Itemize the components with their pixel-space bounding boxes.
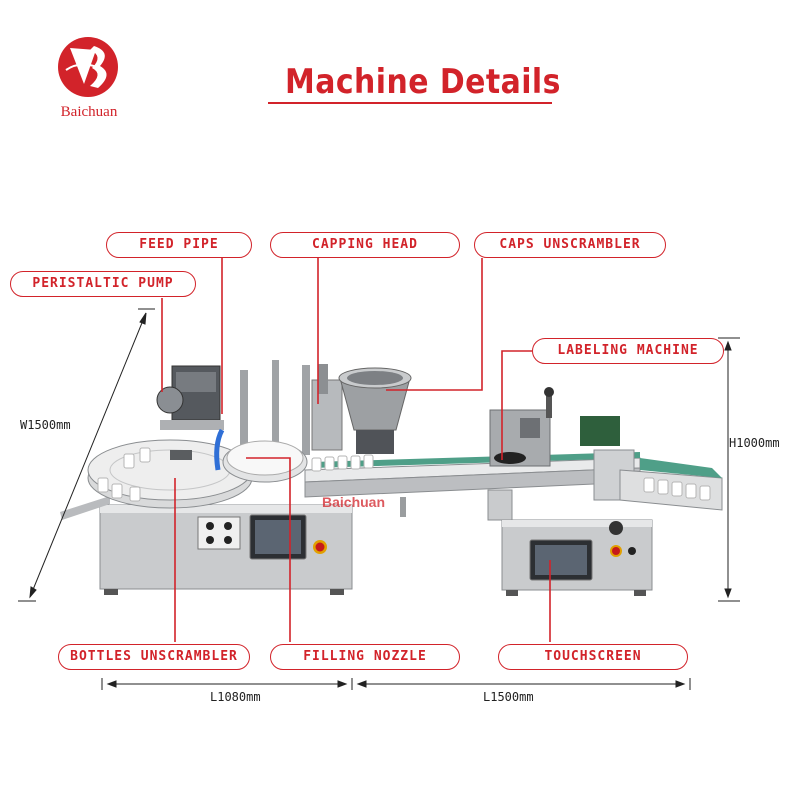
label-capping-head: CAPPING HEAD bbox=[270, 232, 460, 258]
dimension-height: H1000mm bbox=[729, 436, 780, 450]
brand-name: Baichuan bbox=[60, 104, 118, 120]
page-title: Machine Details bbox=[285, 62, 561, 102]
label-labeling-machine: LABELING MACHINE bbox=[532, 338, 724, 364]
dimension-lines bbox=[18, 308, 740, 690]
leader-lines bbox=[161, 258, 551, 642]
brand-logo bbox=[58, 37, 118, 97]
label-feed-pipe: FEED PIPE bbox=[106, 232, 252, 258]
label-peristaltic-pump: PERISTALTIC PUMP bbox=[10, 271, 196, 297]
machine-illustration bbox=[60, 360, 723, 596]
dimension-length-left: L1080mm bbox=[210, 690, 261, 704]
label-bottles-unscrambler: BOTTLES UNSCRAMBLER bbox=[58, 644, 250, 670]
dimension-width: W1500mm bbox=[20, 418, 71, 432]
machine-brand-mark: Baichuan bbox=[322, 494, 386, 510]
dimension-length-right: L1500mm bbox=[483, 690, 534, 704]
label-touchscreen: TOUCHSCREEN bbox=[498, 644, 688, 670]
title-underline bbox=[268, 102, 552, 104]
label-filling-nozzle: FILLING NOZZLE bbox=[270, 644, 460, 670]
label-caps-unscrambler: CAPS UNSCRAMBLER bbox=[474, 232, 666, 258]
